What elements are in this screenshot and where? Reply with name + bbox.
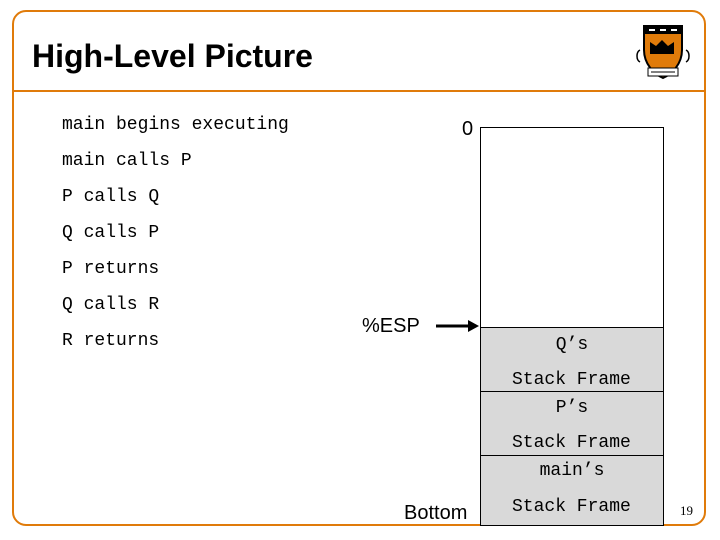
title-divider bbox=[14, 90, 704, 92]
stack-frame-q: Q’s Stack Frame bbox=[480, 327, 664, 391]
stack-frame-caption: Stack Frame bbox=[512, 433, 631, 453]
stack-frame-owner: Q’s bbox=[555, 335, 589, 355]
step-7: R returns bbox=[62, 331, 160, 351]
stack-frame-caption: Stack Frame bbox=[512, 497, 631, 517]
stack-frame-owner: P’s bbox=[555, 398, 589, 418]
stack-frame-owner: main’s bbox=[539, 461, 605, 481]
step-3: P calls Q bbox=[62, 187, 160, 207]
page-number: 19 bbox=[680, 503, 693, 518]
stack-frame-p: P’s Stack Frame bbox=[480, 391, 664, 455]
stack-top-address: 0 bbox=[462, 118, 474, 140]
stack-frame-caption: Stack Frame bbox=[512, 370, 631, 390]
slide-title: High-Level Picture bbox=[32, 38, 313, 74]
step-6: Q calls R bbox=[62, 295, 160, 315]
esp-label: %ESP bbox=[362, 315, 420, 337]
step-4: Q calls P bbox=[62, 223, 160, 243]
step-2: main calls P bbox=[62, 151, 192, 171]
step-1: main begins executing bbox=[62, 115, 289, 135]
stack-frame-main: main’s Stack Frame bbox=[480, 455, 664, 526]
princeton-shield-icon bbox=[636, 25, 690, 80]
right-arrow-icon bbox=[436, 320, 479, 332]
stack-bottom-label: Bottom bbox=[404, 502, 468, 524]
slide-border bbox=[12, 10, 706, 526]
step-5: P returns bbox=[62, 259, 160, 279]
